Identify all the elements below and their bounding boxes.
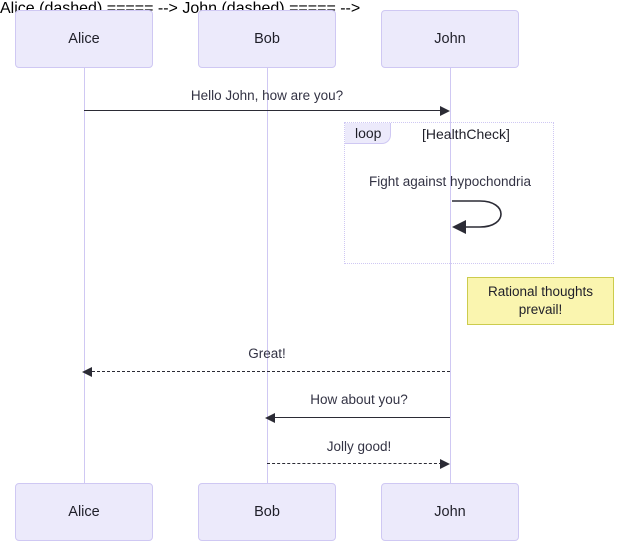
loop-tab: loop [345, 123, 391, 144]
loop-frame [344, 122, 554, 264]
actor-box-bob-bottom[interactable]: Bob [198, 483, 336, 541]
actor-label-bob-bottom: Bob [254, 503, 280, 520]
arrowhead-left-how-about-you [265, 412, 275, 423]
actor-label-alice-top: Alice [68, 30, 100, 47]
lifeline-bob [267, 68, 268, 483]
actor-box-bob-top[interactable]: Bob [198, 10, 336, 68]
arrowhead-right-hello-john [440, 105, 450, 116]
loop-condition-label: [HealthCheck] [422, 126, 510, 142]
self-loop-arrow-john [452, 200, 502, 234]
message-line-hello-john [84, 110, 442, 111]
note-rational-thoughts: Rational thoughts prevail! [467, 277, 614, 325]
note-text-line2: prevail! [518, 302, 563, 317]
message-line-great [92, 371, 450, 372]
lifeline-alice [84, 68, 85, 483]
message-label-great: Great! [248, 346, 286, 361]
actor-box-john-bottom[interactable]: John [381, 483, 519, 541]
note-text-line1: Rational thoughts [487, 283, 594, 299]
actor-label-john-bottom: John [434, 503, 466, 520]
actor-label-bob-top: Bob [254, 30, 280, 47]
actor-box-john-top[interactable]: John [381, 10, 519, 68]
arrowhead-right-jolly-good [440, 458, 450, 469]
message-label-jolly-good: Jolly good! [326, 439, 392, 454]
note-text: Rational thoughts prevail! [488, 283, 593, 319]
actor-box-alice-top[interactable]: Alice [15, 10, 153, 68]
message-label-fight-hypochondria: Fight against hypochondria [368, 174, 532, 189]
message-label-hello-john: Hello John, how are you? [190, 88, 344, 103]
lifeline-john [450, 68, 451, 483]
loop-keyword-label: loop [355, 125, 382, 141]
actor-box-alice-bottom[interactable]: Alice [15, 483, 153, 541]
message-line-jolly-good [267, 463, 442, 464]
message-line-how-about-you [275, 417, 450, 418]
message-label-how-about-you: How about you? [310, 392, 408, 407]
actor-label-alice-bottom: Alice [68, 503, 100, 520]
actor-label-john-top: John [434, 30, 466, 47]
arrowhead-left-great [82, 366, 92, 377]
